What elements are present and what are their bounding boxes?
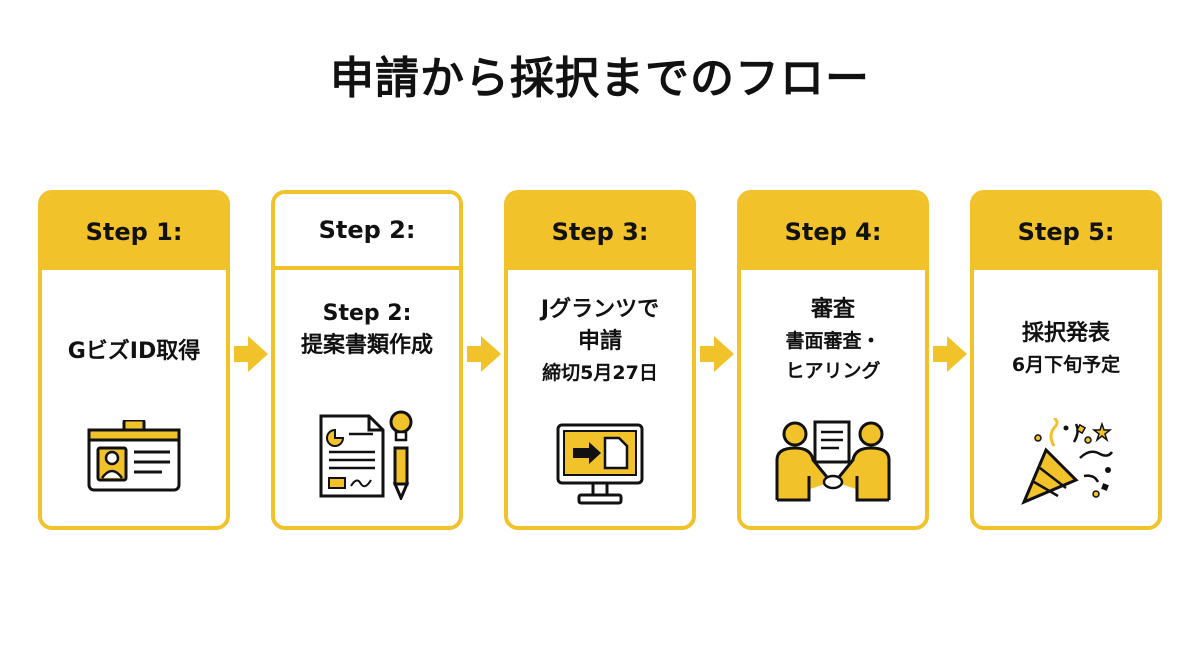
step-4-text-1: 審査: [810, 297, 855, 322]
step-card-4: Step 4: 審査 書面審査・ ヒアリング: [737, 190, 929, 530]
arrow-icon: [234, 336, 268, 376]
step-card-2: Step 2: Step 2: 提案書類作成: [271, 190, 463, 530]
step-2-text-2: 提案書類作成: [300, 333, 433, 358]
step-header-1: Step 1:: [42, 194, 226, 270]
computer-submit-icon: [508, 422, 692, 506]
step-5-text-1: 採択発表: [1021, 321, 1110, 346]
step-2-text-1: Step 2:: [322, 301, 412, 326]
step-header-5: Step 5:: [974, 194, 1158, 270]
step-4-text-3: ヒアリング: [785, 360, 881, 382]
arrow-icon: [467, 336, 501, 376]
step-5-text-2: 6月下旬予定: [1011, 354, 1121, 376]
step-card-3: Step 3: Jグランツで 申請 締切5月27日: [504, 190, 696, 530]
id-card-icon: [42, 420, 226, 494]
step-4-text-2: 書面審査・: [785, 330, 881, 352]
step-header-4: Step 4:: [741, 194, 925, 270]
handshake-icon: [741, 420, 925, 502]
step-1-text: GビズID取得: [67, 339, 201, 364]
step-card-1: Step 1: GビズID取得: [38, 190, 230, 530]
step-3-text-2: 申請: [577, 329, 622, 354]
arrow-icon: [700, 336, 734, 376]
step-header-2: Step 2:: [275, 194, 459, 270]
step-header-3: Step 3:: [508, 194, 692, 270]
step-3-text-3: 締切5月27日: [542, 362, 658, 384]
step-3-text-1: Jグランツで: [540, 297, 660, 322]
arrow-icon: [933, 336, 967, 376]
step-card-5: Step 5: 採択発表 6月下旬予定: [970, 190, 1162, 530]
document-lightbulb-pen-icon: [275, 408, 459, 500]
page-title: 申請から採択までのフロー: [330, 53, 870, 104]
party-popper-icon: [974, 418, 1158, 508]
